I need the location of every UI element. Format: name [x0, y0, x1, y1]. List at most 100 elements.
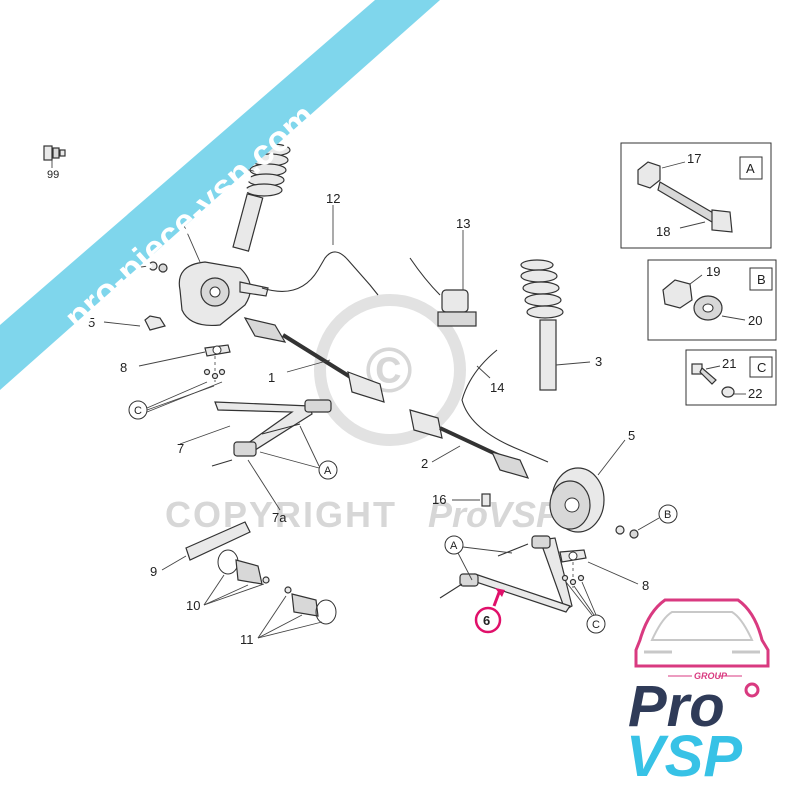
part-label-2: 2 — [421, 456, 428, 471]
leader-line — [203, 583, 265, 606]
leader-line — [286, 359, 331, 373]
copyright-circle — [314, 294, 466, 446]
clamp — [284, 586, 292, 594]
part-label-10: 10 — [186, 598, 200, 613]
right-hub-carrier: 5 — [549, 428, 639, 539]
logo-pro-text: Pro — [628, 674, 725, 739]
cv-boot — [490, 451, 530, 479]
washer-22 — [721, 386, 735, 398]
nut-19 — [662, 279, 693, 309]
part-label-8-left: 8 — [120, 360, 127, 375]
part-label-21: 21 — [722, 356, 736, 371]
shock-tube — [539, 319, 557, 391]
part-label-5-right: 5 — [628, 428, 635, 443]
cv-joint — [409, 409, 443, 439]
shock-tube — [232, 193, 264, 252]
callout-a-mid: A — [259, 425, 338, 480]
legend-item-99: 99 — [43, 145, 66, 181]
spring-coil — [245, 183, 283, 197]
part-label-13: 13 — [456, 216, 470, 231]
copyright-watermark: © COPYRIGHT ProVSP — [165, 294, 561, 535]
part-label-6: 6 — [483, 613, 490, 628]
ring — [315, 599, 337, 625]
part-label-1: 1 — [268, 370, 275, 385]
car-outline — [634, 598, 770, 668]
spring-coil — [526, 305, 564, 319]
leader-line — [103, 321, 141, 327]
callout-letter: C — [592, 619, 600, 631]
bushing-icon-part — [59, 149, 66, 157]
cylinder-body — [437, 311, 477, 327]
logo-group-text: GROUP — [694, 671, 728, 681]
bolt-head — [569, 578, 577, 586]
strip-part — [185, 521, 251, 561]
copyright-text: COPYRIGHT — [165, 494, 397, 535]
spring-coil — [520, 259, 554, 271]
detail-box-a: A 17 18 — [620, 142, 772, 249]
part-9: 9 — [150, 521, 251, 579]
left-hub-carrier: 4 5 — [88, 194, 269, 331]
washer-hole — [702, 303, 714, 313]
brake-master-13: 13 — [409, 216, 477, 327]
leader-line — [247, 459, 281, 511]
cv-joint — [347, 371, 385, 403]
part-label-16: 16 — [432, 492, 446, 507]
leader-line — [259, 451, 320, 469]
cv-boot — [243, 317, 287, 343]
provsp-logo: GROUP Pro VSP — [626, 598, 770, 789]
callout-letter: B — [664, 509, 671, 521]
copyright-brand: ProVSP — [428, 494, 561, 535]
part-label-19: 19 — [706, 264, 720, 279]
hub-center — [209, 286, 221, 298]
part-label-20: 20 — [748, 313, 762, 328]
part-label-9: 9 — [150, 564, 157, 579]
reservoir — [441, 289, 469, 313]
logo-nut-icon — [744, 682, 760, 698]
nut-17 — [637, 161, 661, 189]
leader-line — [581, 581, 597, 616]
boot — [235, 559, 263, 585]
detail-letter-frame — [749, 356, 773, 378]
part-10-boot-kit: 10 — [186, 549, 270, 613]
bolt-head — [561, 574, 569, 582]
part-label-7: 7 — [177, 441, 184, 456]
leader-line — [587, 561, 639, 585]
callout-c-right: C — [565, 581, 606, 634]
leader-line — [679, 221, 706, 229]
callout-letter: A — [450, 540, 458, 552]
detail-box-c: C 21 22 — [685, 349, 777, 406]
drive-shaft-1: 1 — [243, 317, 385, 403]
nut — [629, 529, 639, 539]
leader-line — [299, 425, 320, 467]
bolt — [211, 459, 233, 467]
callout-a-right: A — [444, 535, 513, 581]
coil-spring — [520, 259, 564, 319]
leader-line — [161, 555, 187, 571]
leader-line — [203, 584, 249, 606]
shaft — [439, 426, 501, 458]
detail-box-b: B 19 20 — [647, 259, 777, 341]
bolt-head — [577, 574, 585, 582]
steering-arm — [239, 281, 269, 297]
legend-label-99: 99 — [47, 169, 59, 181]
banner-ribbon — [0, 0, 440, 390]
bushing-icon — [43, 145, 53, 161]
right-ball-joint: 8 — [559, 549, 649, 593]
leader-line — [203, 574, 225, 606]
leader-line — [146, 381, 208, 409]
washer — [158, 263, 168, 273]
leader-line — [597, 439, 626, 476]
highlight-arrow-head — [495, 588, 505, 597]
part-label-18: 18 — [656, 224, 670, 239]
detail-letter-a: A — [746, 161, 755, 176]
callout-c-left: C — [128, 381, 223, 420]
callout-letter: C — [134, 405, 142, 417]
bolt-head — [211, 372, 219, 380]
wishbone-bushing — [531, 535, 551, 549]
clamp — [262, 576, 270, 584]
leader-line — [257, 614, 303, 639]
bolt-head — [711, 209, 733, 233]
leader-line — [257, 621, 323, 639]
ball-joint-stud — [568, 551, 578, 561]
